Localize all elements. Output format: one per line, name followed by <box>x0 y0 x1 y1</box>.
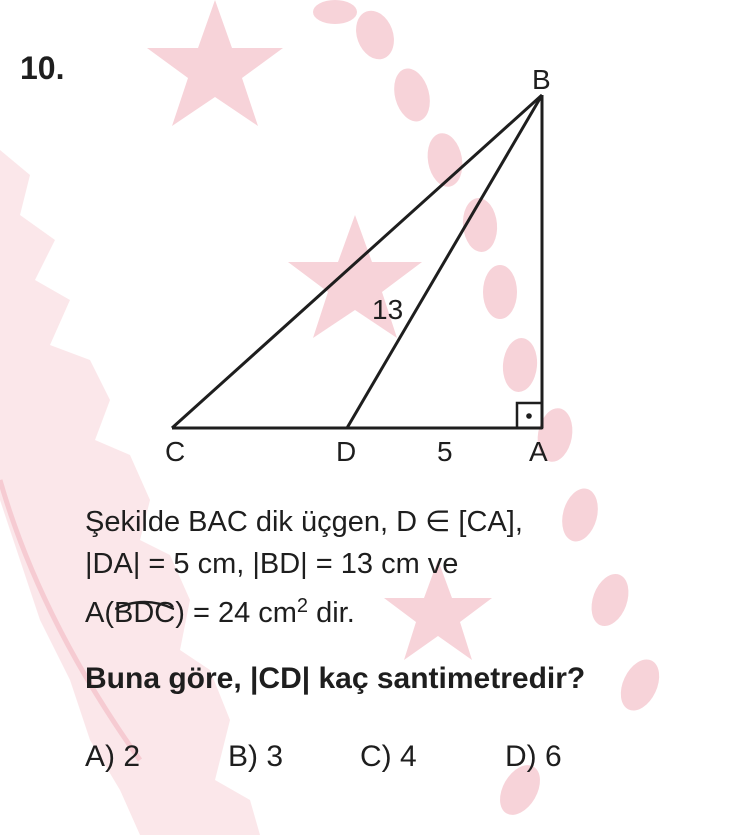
question-number: 10. <box>20 50 65 86</box>
right-angle-dot <box>526 413 532 419</box>
vertex-label-b: B <box>532 64 551 95</box>
right-angle-marker <box>515 401 544 430</box>
angle-name: BDC <box>114 599 175 628</box>
area-prefix: A( <box>85 597 114 629</box>
choice-b[interactable]: B) 3 <box>228 740 284 773</box>
stem-line-3: A(BDC) = 24 cm2 dir. <box>85 596 355 628</box>
area-suffix: dir. <box>308 597 355 629</box>
length-label-bd: 13 <box>372 294 404 325</box>
length-label-da: 5 <box>437 436 453 467</box>
vertex-label-c: C <box>165 436 186 467</box>
question-text: Buna göre, |CD| kaç santimetredir? <box>85 662 586 695</box>
stem-line-1: Şekilde BAC dik üçgen, D ∈ [CA], <box>85 506 523 538</box>
vertex-label-a: A <box>529 436 548 467</box>
area-exponent: 2 <box>296 595 309 617</box>
area-value: ) = 24 cm <box>175 597 297 629</box>
segment-BD <box>345 94 544 429</box>
angle-label: BDC <box>114 597 176 629</box>
triangle-figure <box>170 93 544 430</box>
stem-line-2: |DA| = 5 cm, |BD| = 13 cm ve <box>85 548 459 580</box>
vertex-label-d: D <box>336 436 357 467</box>
choice-a[interactable]: A) 2 <box>85 740 141 773</box>
segment-BC <box>170 93 544 430</box>
choice-d[interactable]: D) 6 <box>505 740 562 773</box>
angle-hat-icon <box>114 587 175 611</box>
choice-c[interactable]: C) 4 <box>360 740 417 773</box>
